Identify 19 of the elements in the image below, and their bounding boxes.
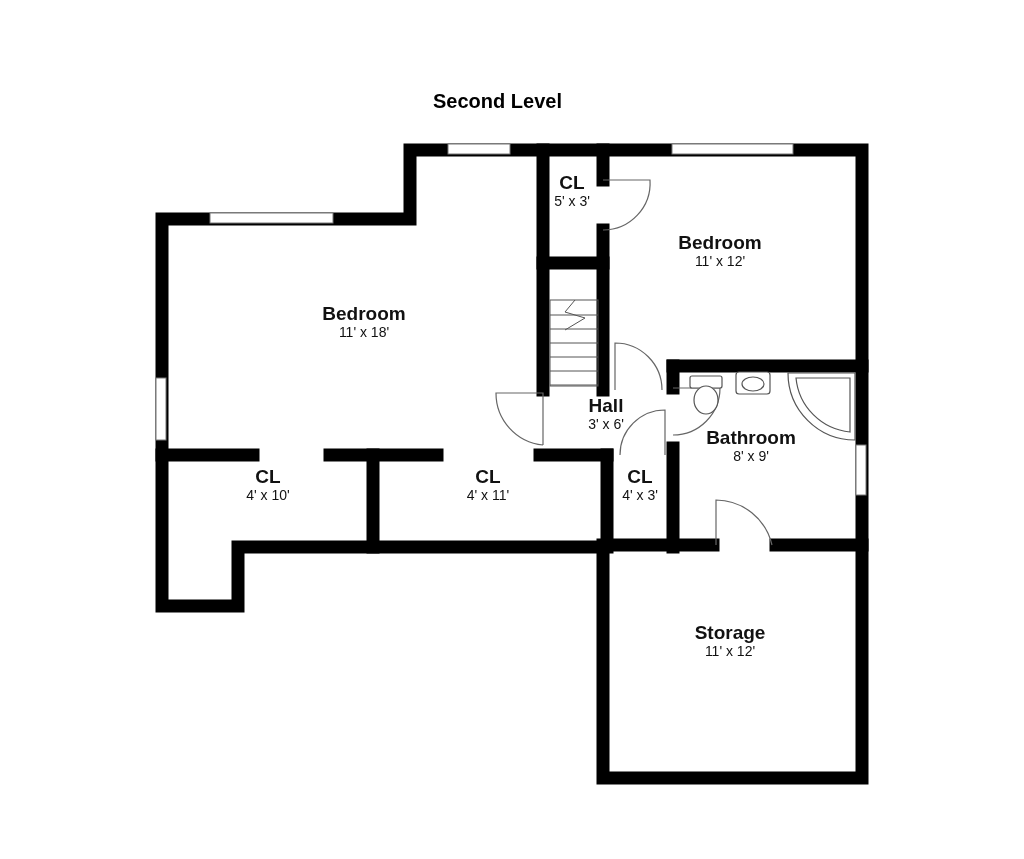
room-dimensions: 8' x 9' <box>733 448 769 464</box>
room-dimensions: 5' x 3' <box>554 193 590 209</box>
room-dimensions: 4' x 3' <box>622 487 658 503</box>
room-dimensions: 11' x 12' <box>694 253 746 269</box>
room-name: Bedroom <box>678 232 762 253</box>
room-name: CL <box>475 466 501 487</box>
room-name: Bathroom <box>706 427 796 448</box>
room-name: Hall <box>588 395 624 416</box>
room-dimensions: 4' x 10' <box>246 487 290 503</box>
room-name: CL <box>559 172 585 193</box>
room-name: Storage <box>694 622 766 643</box>
plan-title: Second Level <box>433 90 562 113</box>
room-dimensions: 4' x 11' <box>466 487 510 503</box>
room-name: Bedroom <box>322 303 406 324</box>
room-name: CL <box>255 466 281 487</box>
room-name: CL <box>627 466 653 487</box>
room-dimensions: 3' x 6' <box>588 416 624 432</box>
room-dimensions: 11' x 12' <box>704 643 756 659</box>
room-dimensions: 11' x 18' <box>338 324 390 340</box>
